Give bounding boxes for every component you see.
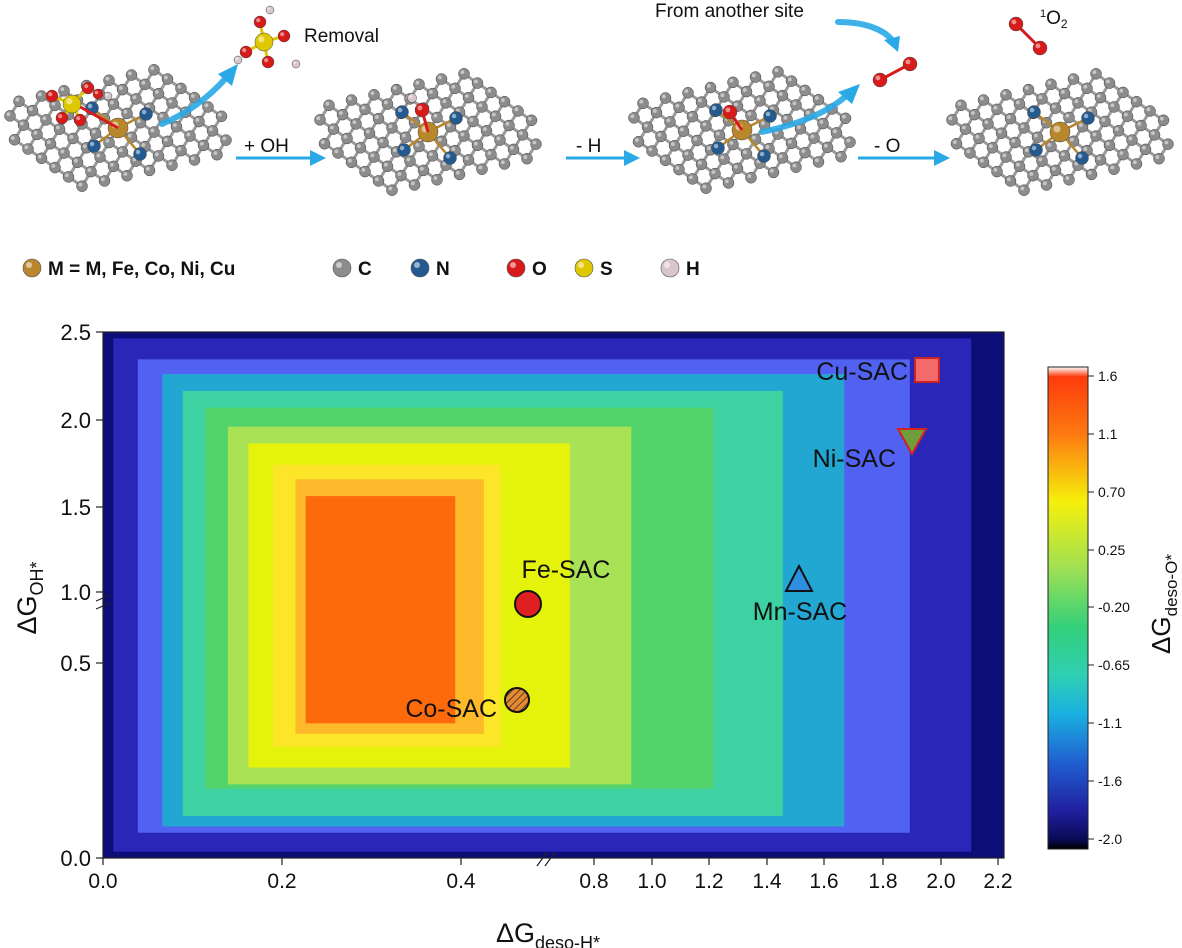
- legend-item: H: [660, 258, 700, 280]
- x-tick-label: 2.0: [926, 870, 955, 893]
- step-label-2: - H: [576, 136, 601, 157]
- contour-bands: [103, 332, 1004, 858]
- legend-item: N: [410, 258, 450, 280]
- x-tick-label: 2.2: [983, 870, 1012, 893]
- adsorbed-oxygen: [722, 104, 744, 131]
- contour-band-10: [305, 496, 456, 724]
- point-label: Mn-SAC: [753, 598, 847, 626]
- incoming-oxygen: [872, 56, 918, 88]
- atom-swatch-icon: [506, 258, 526, 278]
- x-tick-label: 0.2: [267, 870, 296, 893]
- colorbar-tick-label: 0.25: [1098, 542, 1125, 558]
- point-label: Cu-SAC: [816, 358, 908, 386]
- atom-swatch-icon: [332, 258, 352, 278]
- point-mn-sac: Mn-SAC: [753, 563, 847, 626]
- colorbar-tick-label: -0.20: [1098, 599, 1130, 615]
- x-tick-label: 1.8: [868, 870, 897, 893]
- singlet-oxygen-molecule: [1008, 16, 1048, 56]
- atom-swatch-icon: [22, 258, 42, 278]
- x-tick-label: 1.4: [752, 870, 782, 893]
- atom-legend: M = M, Fe, Co, Ni, Cu C N O S H: [22, 258, 700, 280]
- point-label: Co-SAC: [405, 695, 497, 723]
- step-arrow-2: [566, 150, 640, 166]
- colorbar-gradient: [1047, 366, 1089, 850]
- colorbar-label: ΔGdeso-O*: [1146, 554, 1181, 654]
- y-tick-label: 0.0: [60, 846, 91, 871]
- atom-swatch-icon: [574, 258, 594, 278]
- atom-swatch-icon: [410, 258, 430, 278]
- adsorbed-hydroxyl: [407, 93, 430, 133]
- y-axis-break: [95, 594, 111, 610]
- removal-label: Removal: [304, 26, 379, 47]
- y-tick-label: 1.0: [60, 580, 91, 605]
- adsorbed-sulfate: [45, 81, 119, 130]
- removed-bisulfate: [233, 5, 301, 69]
- x-tick-label: 0.4: [446, 870, 476, 893]
- x-tick-label: 1.2: [694, 870, 723, 893]
- colorbar-tick-label: -1.1: [1098, 715, 1122, 731]
- colorbar-tick-label: 1.6: [1098, 368, 1118, 384]
- singlet-oxygen-label: 1O2: [1040, 8, 1068, 31]
- x-axis-label: ΔGdeso-H*: [496, 918, 600, 948]
- y-axis-label: ΔGOH*: [12, 561, 47, 634]
- y-tick-label: 1.5: [60, 495, 91, 520]
- legend-item: S: [574, 258, 613, 280]
- point-ni-sac: Ni-SAC: [813, 428, 928, 473]
- colorbar-tick-label: -0.65: [1098, 657, 1130, 673]
- heatmap-chart: 0.0 0.2 0.4 0.8 1.0 1.2 1.4 1.6 1.8 2.0 2.2 0.0 0.5 1…: [60, 320, 1012, 893]
- point-label: Ni-SAC: [813, 445, 896, 473]
- colorbar-tick-label: 0.70: [1098, 484, 1125, 500]
- legend-label: O: [532, 259, 547, 280]
- from-another-site-label: From another site: [655, 1, 804, 22]
- colorbar: 1.6 1.1 0.70 0.25 -0.20 -0.65 -1.1 -1.6 -2.0: [1047, 366, 1130, 850]
- reaction-scheme: [4, 5, 1174, 196]
- point-co-sac: Co-SAC: [405, 687, 530, 723]
- data-points: Cu-SAC Ni-SAC Mn-SAC Fe-SAC Co-SAC: [405, 357, 940, 723]
- step-label-1: + OH: [244, 136, 289, 157]
- plot-frame: [102, 331, 1005, 859]
- from-site-arrow: [835, 19, 900, 52]
- point-fe-sac: Fe-SAC: [514, 556, 611, 618]
- x-tick-label: 0.0: [88, 870, 117, 893]
- legend-item: C: [332, 258, 372, 280]
- legend-label: M = M, Fe, Co, Ni, Cu: [48, 259, 235, 280]
- legend-item: M = M, Fe, Co, Ni, Cu: [22, 258, 235, 280]
- point-label: Fe-SAC: [522, 556, 611, 584]
- legend-item: O: [506, 258, 547, 280]
- molecule-4: [946, 68, 1174, 196]
- y-tick-label: 2.5: [60, 320, 91, 345]
- colorbar-ticks: 1.6 1.1 0.70 0.25 -0.20 -0.65 -1.1 -1.6 -2.0: [1088, 368, 1130, 847]
- removal-arrow: [159, 64, 238, 127]
- legend-label: N: [436, 259, 450, 280]
- molecule-3: [628, 66, 856, 194]
- step-arrow-3: [858, 150, 950, 166]
- molecule-1: [4, 64, 232, 192]
- x-axis-break: [536, 851, 556, 867]
- atom-swatch-icon: [660, 258, 680, 278]
- y-tick-label: 0.5: [60, 651, 91, 676]
- point-cu-sac: Cu-SAC: [816, 357, 940, 386]
- step-label-3: - O: [874, 136, 900, 157]
- colorbar-tick-label: -1.6: [1098, 773, 1122, 789]
- axes: 0.0 0.2 0.4 0.8 1.0 1.2 1.4 1.6 1.8 2.0 2.2 0.0 0.5 1…: [60, 320, 1012, 893]
- legend-label: H: [686, 259, 700, 280]
- colorbar-tick-label: -2.0: [1098, 831, 1122, 847]
- colorbar-tick-label: 1.1: [1098, 426, 1118, 442]
- x-tick-label: 0.8: [579, 870, 608, 893]
- y-tick-label: 2.0: [60, 408, 91, 433]
- legend-label: C: [358, 259, 372, 280]
- step-arrow-1: [236, 150, 326, 166]
- release-arrow: [759, 84, 860, 135]
- x-tick-label: 1.0: [637, 870, 666, 893]
- legend-label: S: [600, 259, 613, 280]
- x-tick-label: 1.6: [809, 870, 838, 893]
